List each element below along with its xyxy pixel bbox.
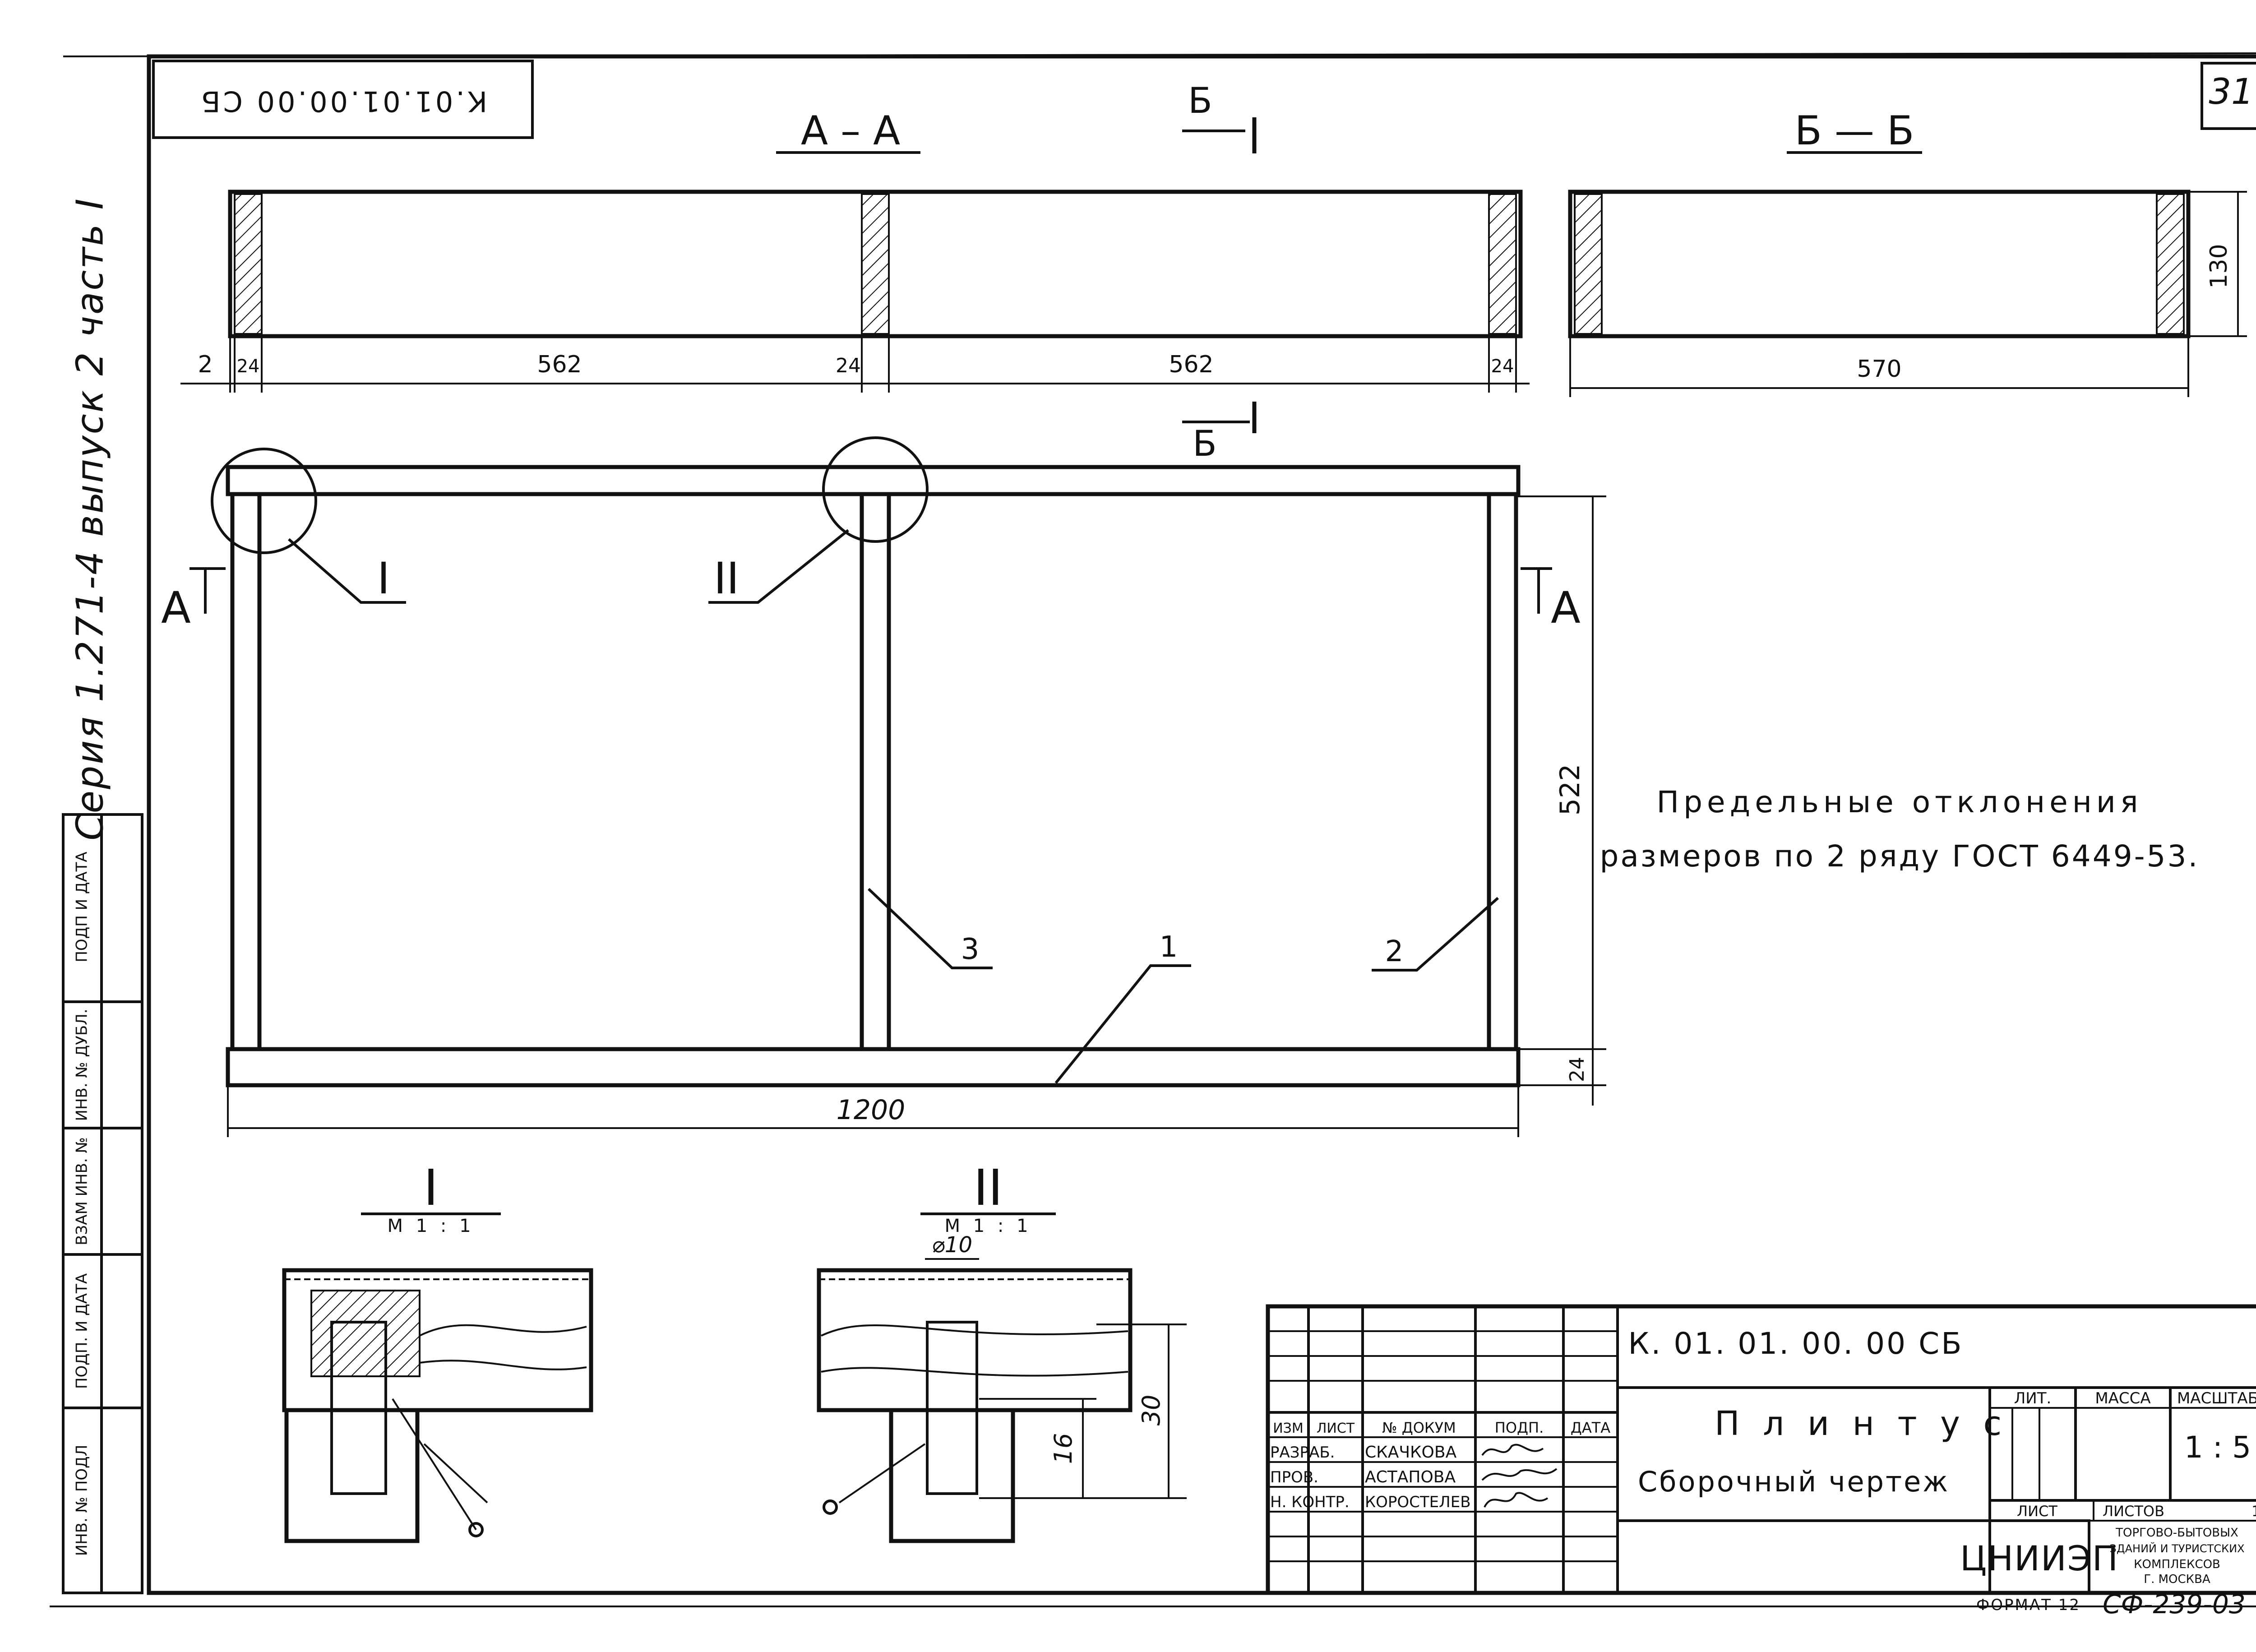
- tb-sheet-label: ЛИСТ: [2017, 1503, 2057, 1520]
- tb-h-izm: ИЗМ: [1273, 1421, 1304, 1436]
- aa-dim-24b: 24: [836, 354, 861, 377]
- tb-role-razrab: РАЗРАБ.: [1270, 1444, 1335, 1462]
- detail-1-hatch: [310, 1290, 421, 1377]
- detail-2-dim-30: 30: [1137, 1395, 1165, 1426]
- section-aa: А – А: [180, 107, 1530, 393]
- detail-1-scale: М 1 : 1: [387, 1216, 474, 1236]
- tb-sheets-label: ЛИСТОВ: [2103, 1503, 2164, 1520]
- a-marker-right: А: [1551, 583, 1581, 633]
- tb-name-3: КОРОСТЕЛЕВ: [1365, 1493, 1471, 1511]
- aa-post-mid: [861, 193, 890, 335]
- section-bb: Б — Б: [1568, 107, 2247, 397]
- tb-format: ФОРМАТ 12: [1976, 1596, 2080, 1614]
- signatures: [1481, 1444, 1558, 1508]
- note-line-1: Предельные отклонения: [1656, 785, 2142, 819]
- tb-sheets-value: 1: [2251, 1503, 2256, 1520]
- tb-name-2: АСТАПОВА: [1365, 1468, 1456, 1486]
- dim-1200: 1200: [837, 1094, 906, 1126]
- stamp-cell-1: ИНВ. № ПОДЛ: [73, 1445, 91, 1556]
- part-number-2: 2: [1385, 935, 1404, 968]
- tb-org-line-1: ТОРГОВО-БЫТОВЫХ: [2115, 1526, 2238, 1540]
- tb-org-logo: ЦНИИЭП: [1960, 1538, 2119, 1578]
- section-b-marker-top: Б: [1182, 81, 1257, 153]
- tb-role-prov: ПРОВ.: [1270, 1468, 1318, 1486]
- detail-2: [817, 1212, 1187, 1543]
- detail-2-title: II: [974, 1159, 1003, 1217]
- section-b-marker-lower: Б: [1182, 402, 1257, 464]
- aa-post-left: [234, 193, 263, 335]
- aa-dim-24c: 24: [1491, 356, 1514, 377]
- dim-24-bottom: 24: [1566, 1057, 1589, 1082]
- stamp-cell-5: ПОДП И ДАТА: [73, 851, 91, 962]
- aa-dim-2: 2: [198, 351, 213, 378]
- aa-dim-24a: 24: [237, 356, 260, 377]
- tb-mass: МАССА: [2095, 1389, 2150, 1407]
- aa-dim-562b: 562: [1169, 351, 1213, 378]
- part-number-1: 1: [1160, 930, 1178, 964]
- detail-2-scale: М 1 : 1: [944, 1216, 1031, 1236]
- note-line-2: размеров по 2 ряду ГОСТ 6449-53.: [1600, 839, 2199, 874]
- aa-post-right: [1488, 193, 1517, 335]
- detail-1: [282, 1212, 593, 1543]
- tb-sf-code: СФ-239-03: [2103, 1589, 2246, 1620]
- tb-org-line-3: КОМПЛЕКСОВ: [2134, 1558, 2220, 1571]
- detail-2-diameter: ⌀10: [932, 1232, 972, 1258]
- bb-post-left: [1574, 193, 1603, 335]
- tb-h-podp: ПОДП.: [1495, 1419, 1544, 1436]
- sheet-number-box: 31: [2201, 62, 2256, 130]
- bb-dim-130: 130: [2205, 244, 2233, 288]
- sheet-frame: [50, 52, 2256, 1607]
- tb-h-list: ЛИСТ: [1317, 1421, 1355, 1436]
- tb-subtitle: Сборочный чертеж: [1638, 1465, 1950, 1498]
- detail-1-title: I: [424, 1159, 438, 1217]
- tb-lit: ЛИТ.: [2014, 1389, 2052, 1407]
- part-number-3: 3: [961, 933, 980, 966]
- callout-circle-1: [211, 448, 317, 554]
- side-stamp: [62, 813, 143, 1594]
- callout-label-1: I: [377, 553, 390, 604]
- a-marker-left: А: [161, 583, 191, 633]
- series-label: Серия 1.271-4 выпуск 2 часть I: [69, 197, 111, 840]
- tb-role-nkontr: Н. КОНТР.: [1270, 1493, 1350, 1511]
- top-code-box: К.01.01.00.00 СБ: [152, 60, 534, 139]
- stamp-cell-2: ПОДП. И ДАТА: [73, 1273, 91, 1389]
- section-aa-title: А – А: [801, 107, 900, 154]
- callout-circle-2: [822, 436, 929, 543]
- tb-h-doc: № ДОКУМ: [1382, 1419, 1456, 1436]
- bb-post-right: [2156, 193, 2185, 335]
- svg-text:Б: Б: [1188, 81, 1212, 121]
- tb-title: П л и н т у с: [1715, 1404, 2008, 1443]
- section-bb-title: Б — Б: [1795, 107, 1914, 154]
- tb-h-date: ДАТА: [1571, 1419, 1610, 1436]
- aa-dim-562a: 562: [537, 351, 582, 378]
- front-view: [190, 436, 1606, 1137]
- title-block: [1266, 1304, 2256, 1595]
- bb-dim-570: 570: [1857, 356, 1901, 383]
- tb-scale-label: МАСШТАБ: [2177, 1389, 2256, 1407]
- tb-name-1: СКАЧКОВА: [1365, 1443, 1457, 1462]
- tb-org-line-2: ЗДАНИЙ И ТУРИСТСКИХ: [2109, 1542, 2244, 1555]
- svg-text:Б: Б: [1193, 424, 1217, 464]
- detail-2-dim-16: 16: [1049, 1433, 1077, 1464]
- stamp-cell-3: ВЗАМ ИНВ. №: [73, 1137, 91, 1245]
- tb-doc-code: К. 01. 01. 00. 00 СБ: [1628, 1326, 1964, 1361]
- tb-scale-value: 1 : 5: [2184, 1430, 2251, 1465]
- callout-label-2: II: [714, 553, 740, 604]
- sheet-number: 31: [2209, 72, 2253, 112]
- stamp-cell-4: ИНВ. № ДУБЛ.: [73, 1009, 91, 1121]
- top-code-text: К.01.01.00.00 СБ: [199, 85, 487, 118]
- dim-522: 522: [1554, 764, 1586, 816]
- tb-org-line-4: Г. МОСКВА: [2144, 1573, 2210, 1586]
